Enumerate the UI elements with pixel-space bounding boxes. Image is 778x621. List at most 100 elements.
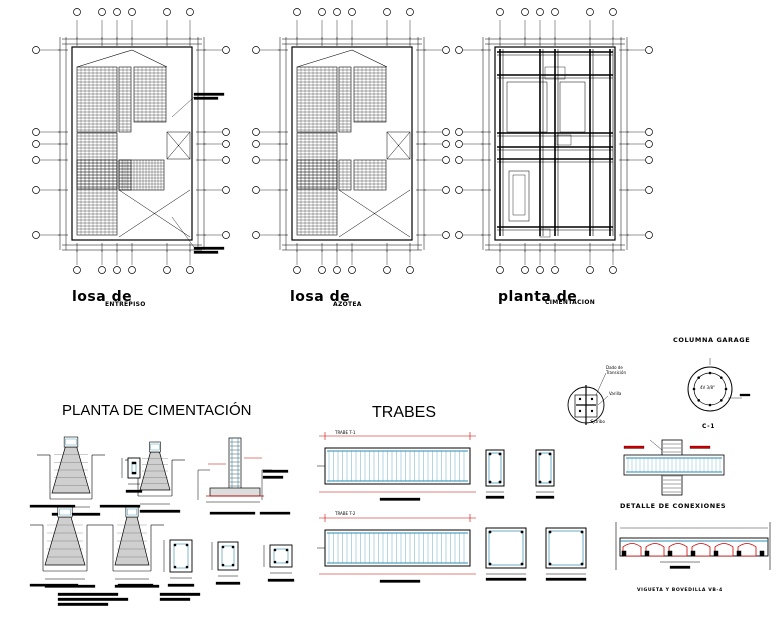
rebar-dot	[133, 471, 137, 475]
axis-bubble	[222, 128, 230, 136]
vigueta	[667, 550, 673, 557]
rebar-dot	[520, 530, 524, 534]
dala	[125, 506, 139, 518]
note-block	[193, 246, 225, 250]
rebar-dot	[221, 563, 225, 567]
axis-bubble	[455, 186, 463, 194]
rebar-dot	[273, 548, 277, 552]
rebar-dot	[231, 563, 235, 567]
vigueta	[713, 550, 719, 557]
rebar-dot	[720, 399, 723, 402]
section-k1	[163, 539, 195, 587]
stair-x	[166, 131, 191, 160]
axis-bubble	[32, 186, 40, 194]
rebar-dot	[231, 545, 235, 549]
rebar-dot	[133, 461, 137, 465]
section-outline	[269, 544, 293, 568]
axis-bubble	[521, 266, 529, 274]
axis-bubble	[163, 8, 171, 16]
roof-line	[351, 49, 388, 68]
note-block	[209, 511, 256, 515]
axis-bubble	[252, 156, 260, 164]
transition-detail	[567, 372, 609, 425]
rebar-dot	[488, 452, 492, 456]
label-detail-d: Estribo	[591, 419, 605, 424]
axis-bubble	[318, 8, 326, 16]
axis-bubble	[222, 156, 230, 164]
axis-bubble	[645, 140, 653, 148]
beam-section	[545, 527, 587, 569]
note-block	[669, 565, 691, 569]
stair-void	[386, 131, 411, 160]
axis-bubble	[455, 128, 463, 136]
rebar-dot	[285, 560, 289, 564]
leader-line	[649, 439, 663, 451]
axis-bubble	[551, 266, 559, 274]
axis-bubble	[496, 8, 504, 16]
note-block	[262, 475, 284, 479]
axis-bubble	[536, 8, 544, 16]
title-vigueta-bovedilla: VIGUETA Y BOVEDILLA VB-4	[637, 588, 723, 593]
rebar-dot	[538, 480, 542, 484]
rebar-dot	[488, 480, 492, 484]
stirrup	[538, 452, 552, 484]
title-columna-garage: COLUMNA GARAGE	[673, 336, 751, 344]
axis-bubble	[32, 46, 40, 54]
note-block	[57, 597, 129, 601]
section-k3	[263, 544, 295, 582]
axis-bubble	[442, 156, 450, 164]
axis-bubble	[609, 8, 617, 16]
beam-section	[535, 449, 555, 487]
rebar-dot	[185, 565, 189, 569]
section-outline	[169, 539, 193, 573]
note-block	[57, 602, 109, 606]
vigueta-bovedilla-detail	[615, 522, 771, 570]
floor-plan-cimentacion	[455, 8, 653, 274]
axis-bubble	[348, 266, 356, 274]
axis-bubble	[442, 231, 450, 239]
axis-bubble	[645, 186, 653, 194]
column-garage-detail	[687, 358, 751, 412]
axis-bubble	[586, 8, 594, 16]
rebar-dot	[697, 399, 700, 402]
rebar-dot	[580, 562, 584, 566]
label-trabe-1: TRABE T-1	[335, 430, 356, 435]
vigueta	[690, 550, 696, 557]
axis-bubble	[455, 46, 463, 54]
note-block	[535, 495, 555, 499]
axis-bubble	[113, 266, 121, 274]
axis-bubble	[163, 266, 171, 274]
section-k4	[121, 457, 143, 493]
footing-outline	[559, 81, 586, 133]
leader-line	[171, 96, 195, 118]
note-block	[159, 597, 191, 601]
beam-section	[485, 527, 527, 569]
title-detalle-conexiones: DETALLE DE CONEXIONES	[620, 502, 727, 510]
axis-bubble	[32, 231, 40, 239]
note-block	[99, 504, 141, 508]
rebar-dot	[590, 409, 594, 413]
axis-bubble	[383, 8, 391, 16]
plan-title-entrepiso: losa de	[72, 289, 133, 305]
rebar-dot	[580, 530, 584, 534]
axis-bubble	[645, 46, 653, 54]
footing-inner	[512, 174, 526, 216]
trabe-t2-elevation	[317, 514, 476, 583]
axis-bubble	[442, 46, 450, 54]
bovedilla-block	[668, 543, 688, 557]
trabe-t2-section-a	[485, 527, 527, 581]
axis-bubble	[333, 266, 341, 274]
bovedilla-block	[622, 543, 642, 557]
rebar-dot	[285, 548, 289, 552]
title-planta-cimentacion: PLANTA DE CIMENTACIÓN	[62, 402, 252, 419]
plan-subtitle-cimentacion: CIMENTACION	[545, 299, 596, 306]
note-block	[193, 96, 219, 100]
rebar-dot	[538, 452, 542, 456]
footing-detail-3	[30, 506, 100, 588]
axis-bubble	[98, 8, 106, 16]
rebar-dot	[131, 471, 135, 475]
section-k2	[211, 541, 241, 585]
rebar-dot	[578, 409, 582, 413]
footing-detail-2	[125, 441, 185, 513]
